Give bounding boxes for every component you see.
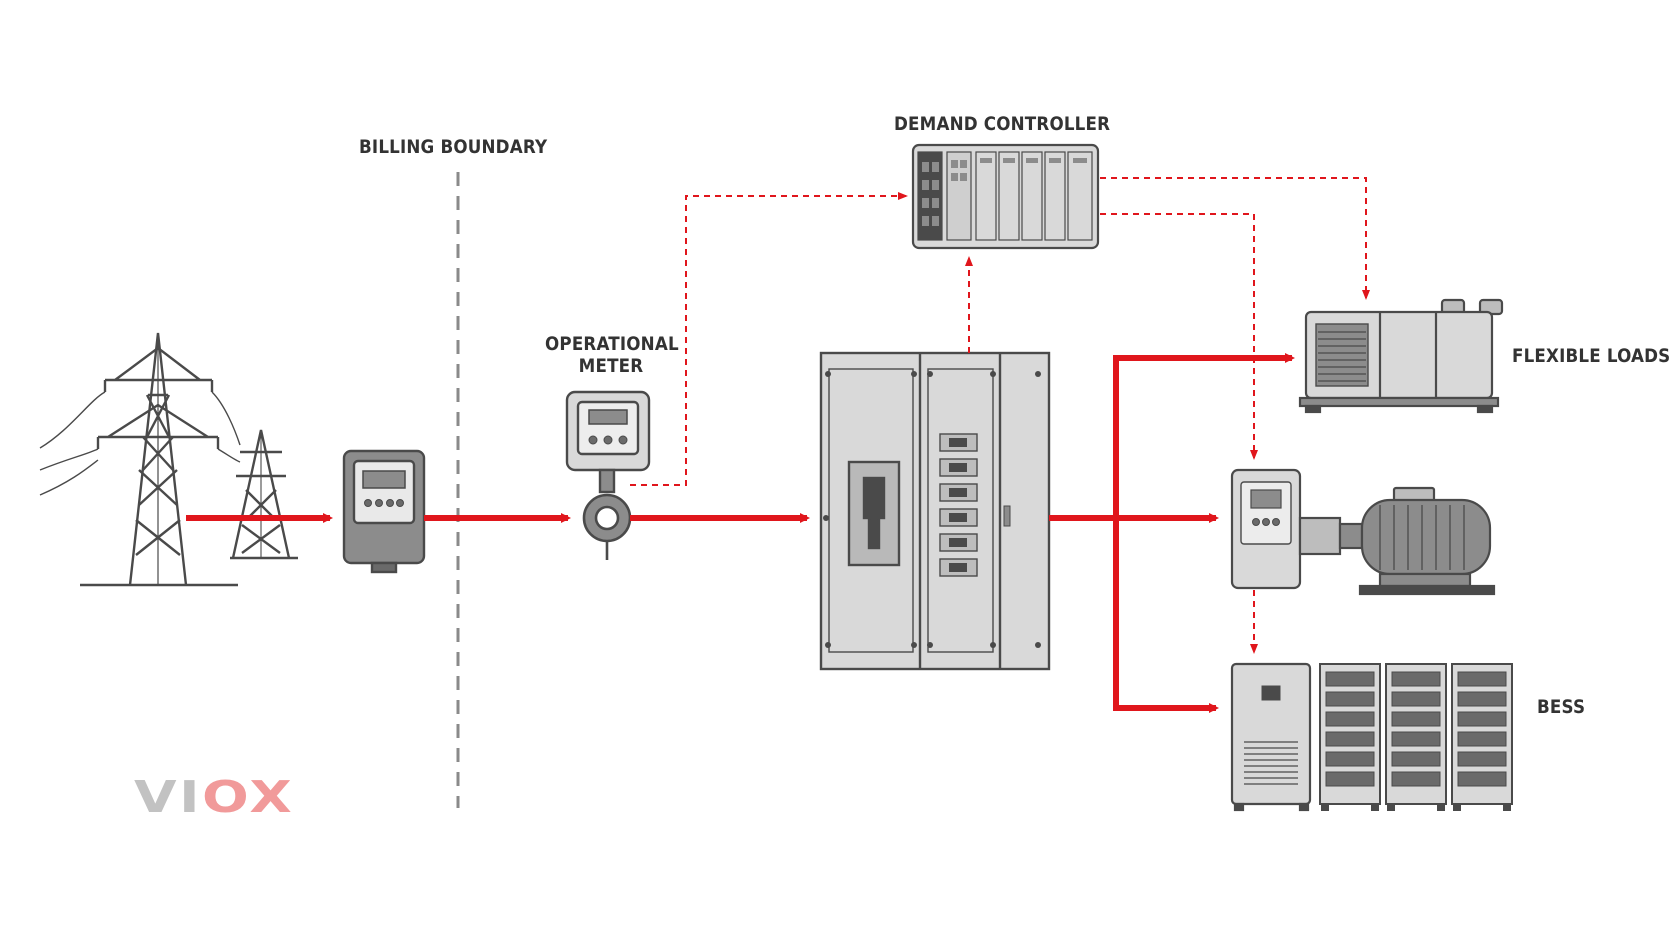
operational-meter-label: OPERATIONAL METER — [545, 333, 679, 377]
viox-logo: VIOX — [134, 772, 294, 823]
battery-rack-icon — [1319, 663, 1513, 811]
control-signal-lines — [630, 177, 1370, 654]
utility-meter-icon — [342, 449, 426, 574]
hvac-unit-icon — [1298, 298, 1504, 414]
plc-icon — [911, 143, 1100, 250]
operational-meter-label-line2: METER — [578, 355, 644, 377]
bess-label: BESS — [1537, 696, 1586, 718]
billing-boundary-label: BILLING BOUNDARY — [359, 136, 548, 158]
motor-icon — [1298, 486, 1496, 596]
inverter-icon — [1230, 662, 1312, 812]
logo-part-2: OX — [202, 772, 295, 823]
switchboard-icon — [819, 351, 1051, 671]
current-transformer-icon — [582, 493, 632, 560]
demand-controller-label: DEMAND CONTROLLER — [894, 113, 1111, 135]
flexible-loads-label: FLEXIBLE LOADS — [1512, 345, 1671, 367]
operational-meter-icon — [565, 390, 651, 494]
logo-part-1: VI — [134, 772, 203, 823]
vfd-icon — [1230, 468, 1302, 590]
operational-meter-label-line1: OPERATIONAL — [545, 333, 679, 355]
transmission-tower-icon — [39, 332, 298, 587]
power-flow-lines — [186, 353, 1295, 713]
